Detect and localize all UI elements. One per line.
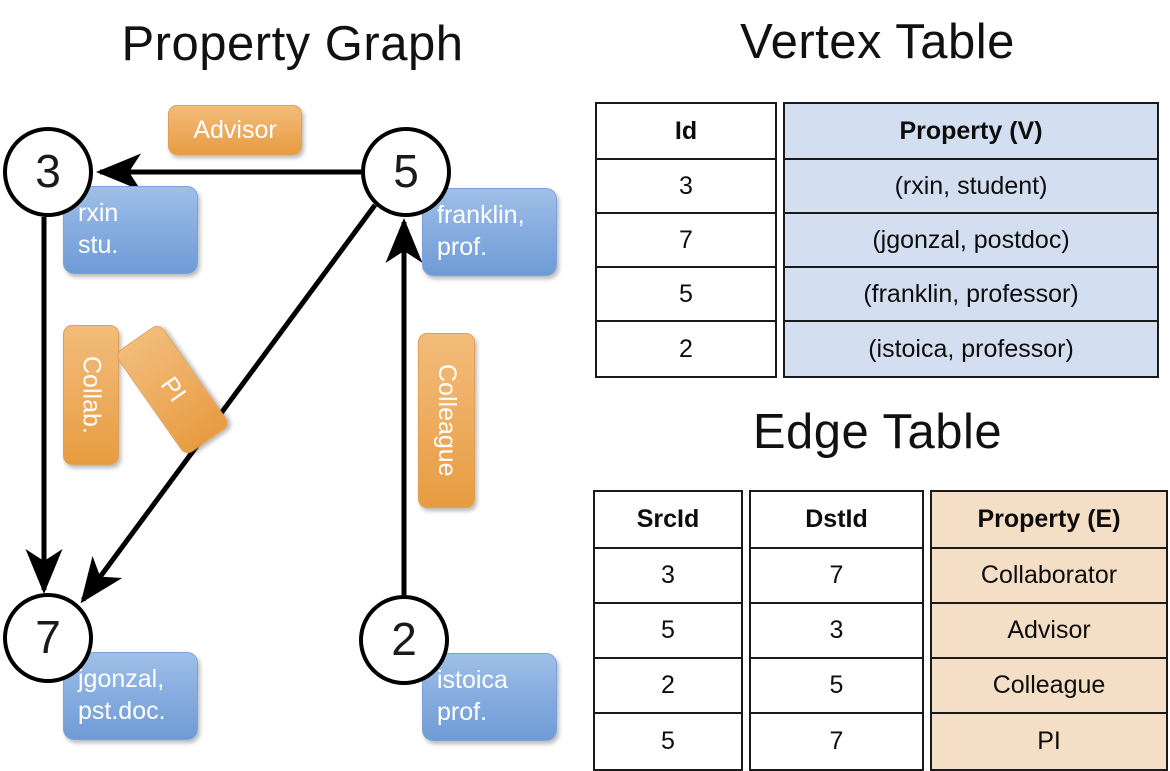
vertex-table-column-id: Id 3 7 5 2 xyxy=(595,102,777,378)
vertex-table-header-property: Property (V) xyxy=(785,104,1157,160)
graph-node-3[interactable]: 3 xyxy=(3,127,93,217)
graph-node-7-label: 7 xyxy=(35,611,61,663)
edge-table-header-dstid: DstId xyxy=(751,492,922,549)
edge-table-row: 5 xyxy=(595,604,741,659)
edge-table-row: 7 xyxy=(751,714,922,769)
edge-badge-colleague: Colleague xyxy=(418,333,475,508)
edge-badge-collab: Collab. xyxy=(63,325,119,465)
node-property-box-7: jgonzal, pst.doc. xyxy=(63,652,198,740)
edge-arrow-5-to-7 xyxy=(80,203,378,604)
node-2-property-line2: prof. xyxy=(437,698,488,726)
page-title-edge-table: Edge Table xyxy=(752,405,1003,459)
node-7-property-line2: pst.doc. xyxy=(78,697,166,725)
vertex-table-row: 7 xyxy=(597,214,775,268)
node-2-property-line1: istoica xyxy=(437,666,508,694)
node-3-property-line1: rxin xyxy=(78,199,119,227)
node-7-property-line1: jgonzal, xyxy=(78,665,165,693)
edge-badge-pi-label: PI xyxy=(154,371,192,407)
edge-badge-advisor: Advisor xyxy=(168,105,302,155)
edge-table-row: 5 xyxy=(595,714,741,769)
edge-badge-advisor-label: Advisor xyxy=(193,115,277,144)
edge-table-column-srcid: SrcId 3 5 2 5 xyxy=(593,490,743,771)
vertex-table-row: 3 xyxy=(597,160,775,214)
node-3-property-line2: stu. xyxy=(78,231,119,259)
edge-table-row: 3 xyxy=(595,549,741,604)
edge-table-row: 2 xyxy=(595,659,741,714)
vertex-table-column-property: Property (V) (rxin, student) (jgonzal, p… xyxy=(783,102,1159,378)
page-title-property-graph: Property Graph xyxy=(121,17,464,71)
vertex-table-row: (franklin, professor) xyxy=(785,268,1157,322)
node-property-box-5: franklin, prof. xyxy=(422,188,557,276)
edge-table-row: Advisor xyxy=(932,604,1166,659)
graph-node-3-label: 3 xyxy=(35,145,61,197)
edge-table-header-property: Property (E) xyxy=(932,492,1166,549)
graph-node-2-label: 2 xyxy=(391,613,417,665)
property-graph-panel: Property Graph Advisor Collab. PI Collea… xyxy=(0,0,585,760)
edge-table-column-property: Property (E) Collaborator Advisor Collea… xyxy=(930,490,1168,771)
vertex-table-row: 2 xyxy=(597,322,775,376)
edge-table-row: Collaborator xyxy=(932,549,1166,604)
edge-table: SrcId 3 5 2 5 DstId 7 3 5 7 Property (E)… xyxy=(593,490,1168,771)
edge-table-row: 5 xyxy=(751,659,922,714)
edge-table-column-dstid: DstId 7 3 5 7 xyxy=(749,490,924,771)
node-5-property-line2: prof. xyxy=(437,233,488,261)
graph-node-2[interactable]: 2 xyxy=(359,595,449,685)
vertex-table: Id 3 7 5 2 Property (V) (rxin, student) … xyxy=(595,102,1159,378)
page-title-vertex-table: Vertex Table xyxy=(740,15,1015,69)
vertex-table-row: 5 xyxy=(597,268,775,322)
node-property-box-2: istoica prof. xyxy=(422,653,557,741)
edge-badge-colleague-label: Colleague xyxy=(433,364,461,477)
graph-node-7[interactable]: 7 xyxy=(3,593,93,683)
edge-table-row: PI xyxy=(932,714,1166,769)
edge-table-header-srcid: SrcId xyxy=(595,492,741,549)
graph-node-5[interactable]: 5 xyxy=(361,127,451,217)
graph-edges-svg xyxy=(25,153,423,604)
node-property-box-3: rxin stu. xyxy=(63,186,198,274)
vertex-table-row: (istoica, professor) xyxy=(785,322,1157,376)
vertex-table-header-id: Id xyxy=(597,104,775,160)
vertex-table-row: (jgonzal, postdoc) xyxy=(785,214,1157,268)
edge-table-row: 7 xyxy=(751,549,922,604)
vertex-table-row: (rxin, student) xyxy=(785,160,1157,214)
edge-table-row: Colleague xyxy=(932,659,1166,714)
edge-table-row: 3 xyxy=(751,604,922,659)
node-5-property-line1: franklin, xyxy=(437,201,525,229)
edge-badge-collab-label: Collab. xyxy=(77,356,106,434)
graph-node-5-label: 5 xyxy=(393,145,419,197)
